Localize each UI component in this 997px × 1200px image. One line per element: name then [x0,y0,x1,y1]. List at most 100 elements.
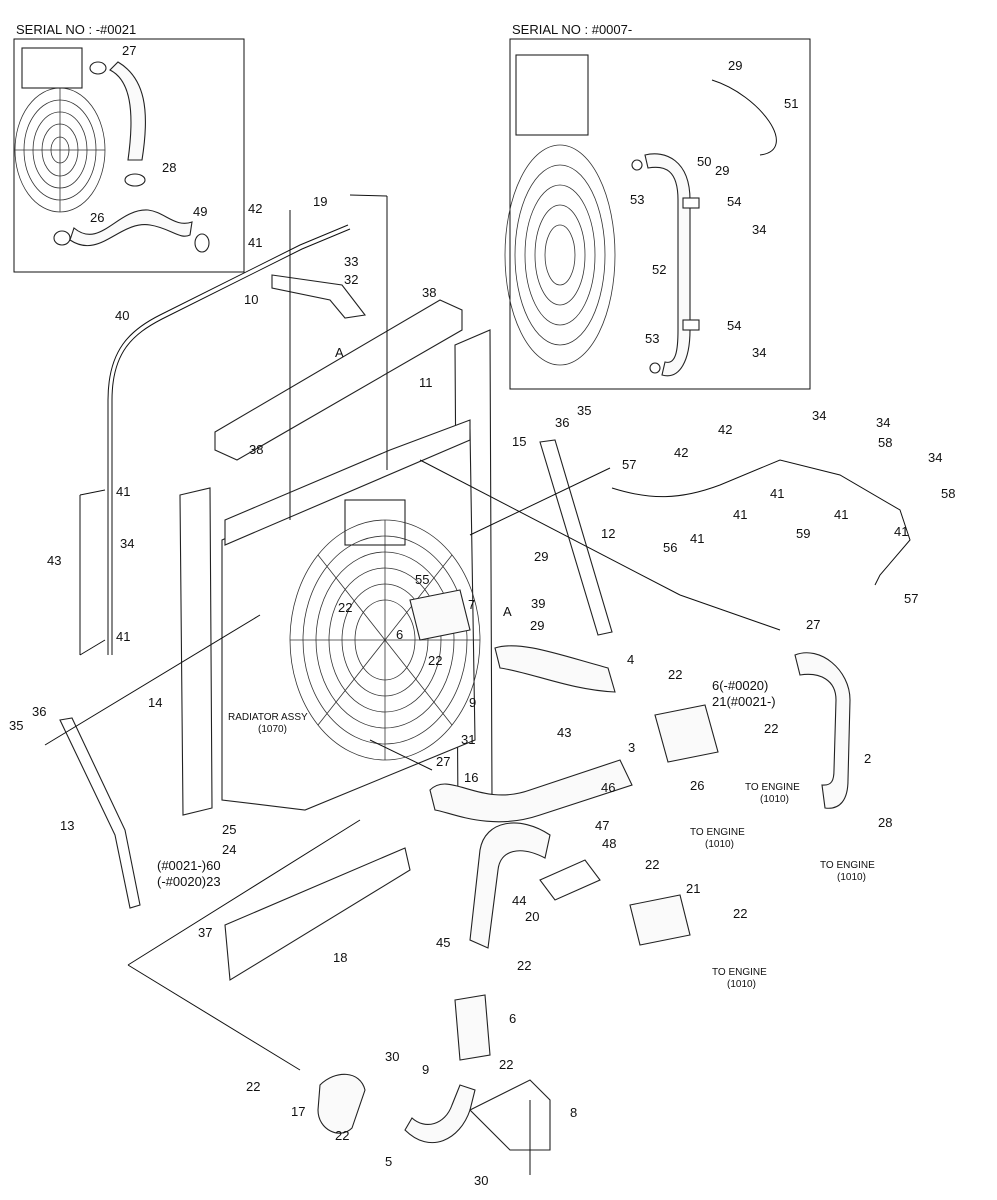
part-label-57: 57 [904,591,918,606]
part-label-43: 43 [47,553,61,568]
part-label-22: 22 [733,906,747,921]
part-label-47: 47 [595,818,609,833]
part-label-3: 3 [628,740,635,755]
part-label-54: 54 [727,194,741,209]
part-label-42: 42 [674,445,688,460]
part-label-10: 10 [244,292,258,307]
part-label-5: 5 [385,1154,392,1169]
part-label-53: 53 [645,331,659,346]
part-label-19: 19 [313,194,327,209]
part-label-22: 22 [338,600,352,615]
part-label-13: 13 [60,818,74,833]
inset-left-upper-hose [109,61,147,161]
part-label-28: 28 [878,815,892,830]
leader-lines [44,194,781,1175]
clamp-49-inset [194,233,210,253]
part-label-41: 41 [894,524,908,539]
bracket-18 [224,847,411,981]
part-label-41: 41 [248,235,262,250]
part-label-50: 50 [697,154,711,169]
part-label-22: 22 [764,721,778,736]
part-label-6: 6 [396,627,403,642]
bracket-10 [271,274,367,319]
to-engine-3: TO ENGINE [820,860,875,871]
part-label-17: 17 [291,1104,305,1119]
part-label-4: 4 [627,652,634,667]
part-label-34: 34 [812,408,826,423]
note-23-serial: (-#0020)23 [157,874,221,889]
inset-left-fan [14,87,106,213]
part-label-21: 21 [686,881,700,896]
part-label-43: 43 [557,725,571,740]
part-label-54: 54 [727,318,741,333]
part-label-31: 31 [461,732,475,747]
part-label-34: 34 [876,415,890,430]
inset-right: SERIAL NO : #0007- [504,22,811,390]
part-label-45: 45 [436,935,450,950]
hose-17 [317,1073,366,1134]
to-engine-1-ref: (1010) [760,794,789,805]
note-section-a-top: A [335,345,344,360]
bellows-21-lower [629,894,691,946]
part-label-38: 38 [249,442,263,457]
part-label-29: 29 [530,618,544,633]
part-label-16: 16 [464,770,478,785]
inset-left-lower-hose [69,209,193,247]
radiator-top-tank [224,419,471,546]
inset-right-title: SERIAL NO : #0007- [512,22,632,37]
part-label-15: 15 [512,434,526,449]
part-label-33: 33 [344,254,358,269]
hose-5 [404,1084,476,1144]
part-label-52: 52 [652,262,666,277]
inset-left-title: SERIAL NO : -#0021 [16,22,136,37]
part-label-25: 25 [222,822,236,837]
note-section-a-mid: A [503,604,512,619]
note-60-serial: (#0021-)60 [157,858,221,873]
part-label-41: 41 [733,507,747,522]
clip-54-bottom [682,319,700,331]
part-label-27: 27 [436,754,450,769]
part-label-40: 40 [115,308,129,323]
part-label-44: 44 [512,893,526,908]
part-label-6: 6 [509,1011,516,1026]
part-label-37: 37 [198,925,212,940]
frame-14 [179,487,213,816]
part-label-27: 27 [806,617,820,632]
part-label-30: 30 [385,1049,399,1064]
part-label-29: 29 [728,58,742,73]
part-label-41: 41 [690,531,704,546]
clamp-27-inset [89,61,107,75]
hose-20 [469,822,551,949]
to-engine-3-ref: (1010) [837,872,866,883]
clamp-26-inset [53,230,71,246]
fan-guard [289,519,481,761]
part-label-39: 39 [531,596,545,611]
pipe-40 [107,224,349,655]
part-label-22: 22 [517,958,531,973]
part-label-22: 22 [668,667,682,682]
part-label-34: 34 [752,345,766,360]
bellows-21-upper [654,704,719,763]
part-label-57: 57 [622,457,636,472]
part-label-22: 22 [335,1128,349,1143]
hose-4 [494,645,616,693]
part-label-29: 29 [534,549,548,564]
part-label-53: 53 [630,192,644,207]
to-engine-2: TO ENGINE [690,827,745,838]
hose-2 [794,652,851,809]
part-label-38: 38 [422,285,436,300]
part-label-18: 18 [333,950,347,965]
note-radiator-assy: RADIATOR ASSY [228,712,308,723]
part-label-41: 41 [834,507,848,522]
part-label-2: 2 [864,751,871,766]
rod-12 [539,439,613,636]
hose-52 [644,153,691,377]
part-label-29: 29 [715,163,729,178]
part-label-12: 12 [601,526,615,541]
part-label-11: 11 [419,375,433,390]
part-label-58: 58 [941,486,955,501]
line-56 [611,459,911,586]
part-label-46: 46 [601,780,615,795]
